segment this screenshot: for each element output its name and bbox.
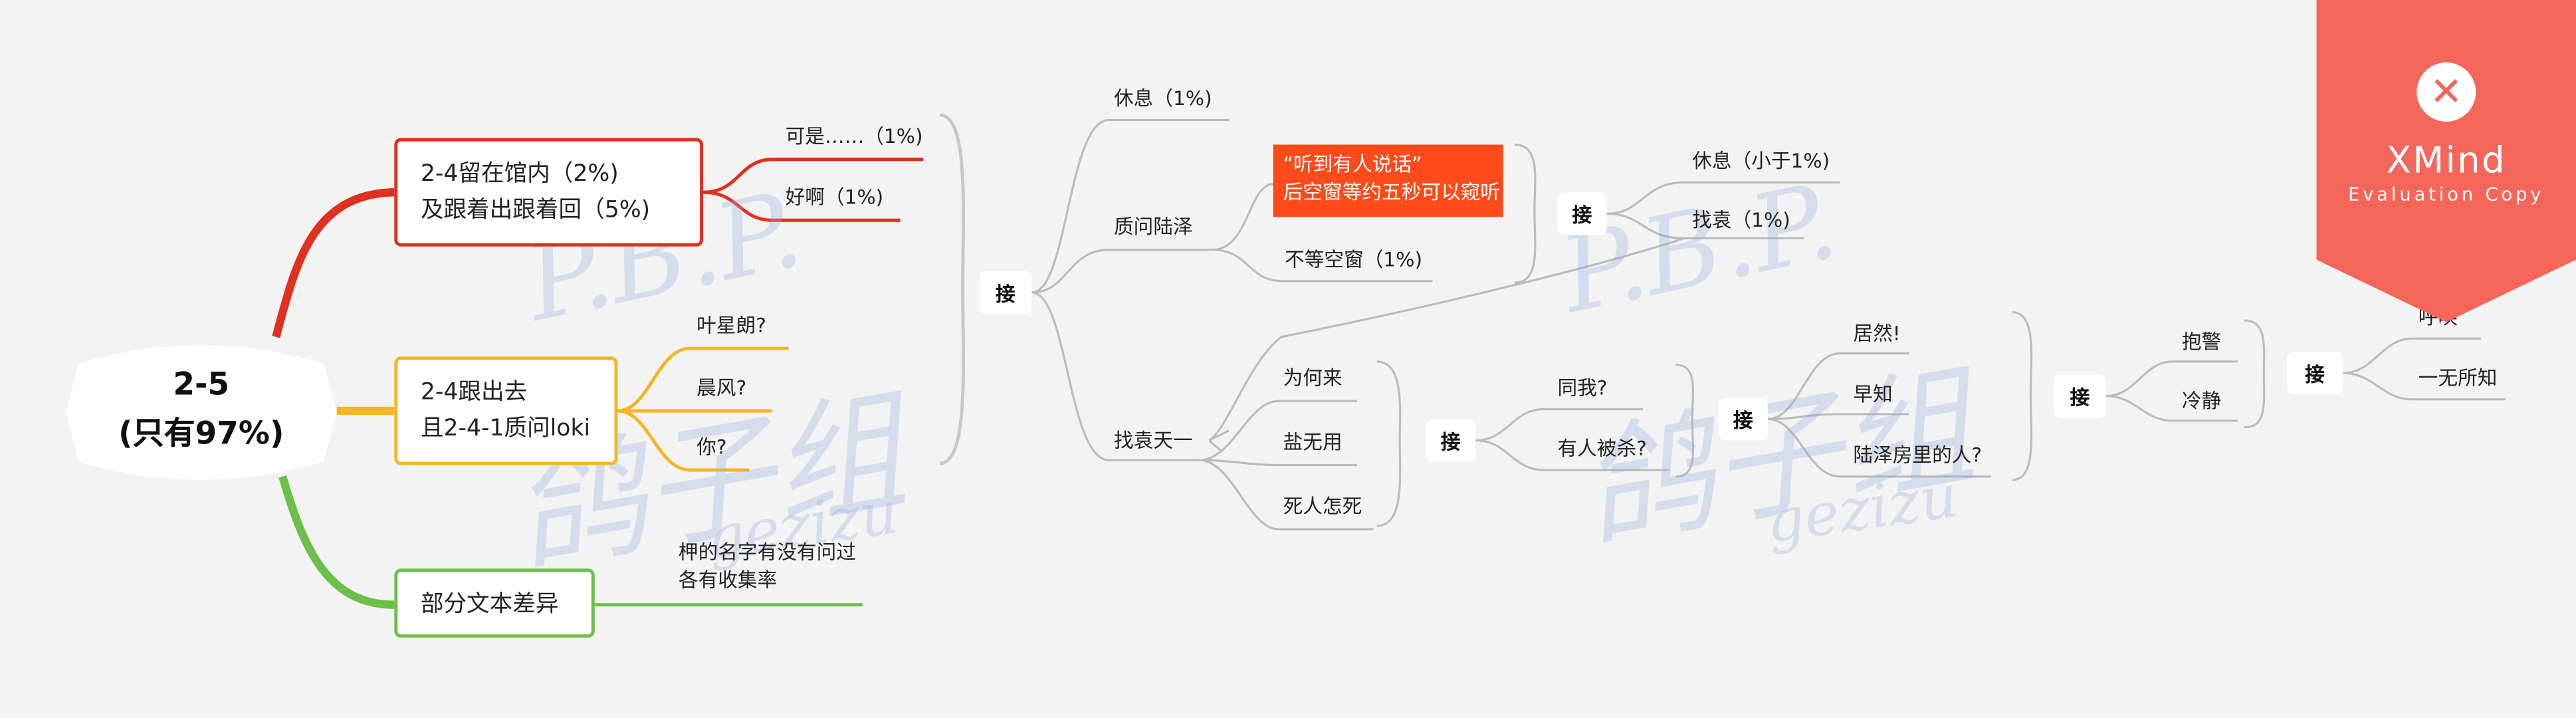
branch-b1-line2: 及跟着出跟着回（5%) [420,197,651,224]
node-xiuxi[interactable]: 休息（1%) [1114,87,1212,110]
node-tongwo[interactable]: 同我? [1557,376,1608,400]
node-tingdao-line2: 后空窗等约五秒可以窥听 [1283,180,1500,204]
xmind-eval-copy: Evaluation Copy [2348,183,2545,205]
node-tingdao-line1: “听到有人说话” [1283,152,1422,176]
node-tingdao[interactable]: “听到有人说话” 后空窗等约五秒可以窥听 [1273,144,1503,217]
badge-shape [2316,0,2576,322]
b3-note-1[interactable]: 柙的名字有没有问过 [678,540,856,564]
b2-child-chenfeng[interactable]: 晨风? [697,376,747,400]
node-zhao-yuan-tianyi[interactable]: 找袁天一 [1114,429,1193,452]
node-beisha[interactable]: 有人被杀? [1557,437,1647,461]
xmind-badge: ✕ XMind Evaluation Copy [2316,0,2576,328]
node-zaozhi[interactable]: 早知 [1853,382,1893,406]
root-title: 2-5 [173,366,230,403]
branch-b2-line1: 2-4跟出去 [420,380,528,406]
b1-child-kesi[interactable]: 可是……（1%) [785,124,923,148]
node-weihe[interactable]: 为何来 [1283,366,1342,390]
node-zhiwen-luze[interactable]: 质问陆泽 [1114,215,1193,239]
node-lengjing[interactable]: 冷静 [2181,389,2222,413]
connector-main[interactable]: 接 [979,271,1032,314]
node-luze-room[interactable]: 陆泽房里的人? [1853,443,1983,467]
b2-child-ni[interactable]: 你? [697,435,727,459]
node-yiwusuozhi[interactable]: 一无所知 [2418,366,2498,390]
branch-b2-line2: 且2-4-1质问loki [420,416,591,442]
b3-note-2[interactable]: 各有收集率 [678,568,778,592]
branch-b1-line1: 2-4留在馆内（2%) [420,161,619,187]
connector-zhaoyuan[interactable]: 接 [1426,419,1475,462]
node-xiuxi-small[interactable]: 休息（小于1%) [1692,149,1830,173]
node-baojing[interactable]: 抱警 [2181,330,2222,354]
node-yanwuyong[interactable]: 盐无用 [1283,430,1342,454]
b2-child-yexinglang[interactable]: 叶星朗? [697,314,766,337]
branch-b1[interactable]: 2-4留在馆内（2%) 及跟着出跟着回（5%) [394,138,704,247]
xmind-logo-text: XMind [2386,141,2507,183]
branch-b3[interactable]: 部分文本差异 [394,568,595,638]
branch-b2[interactable]: 2-4跟出去 且2-4-1质问loki [394,356,618,465]
node-siren[interactable]: 死人怎死 [1283,495,1362,518]
connector-juran[interactable]: 接 [2053,374,2107,418]
connector-zhiwen[interactable]: 接 [1557,192,1607,235]
branch-b3-label: 部分文本差异 [420,591,559,618]
root-subtitle: (只有97%) [118,416,284,452]
node-budeng[interactable]: 不等空窗（1%) [1285,248,1423,271]
root-shape [65,345,337,480]
connector-beisha[interactable]: 接 [1718,398,1768,441]
node-juran[interactable]: 居然! [1853,322,1901,346]
b1-child-haoa[interactable]: 好啊（1%) [785,185,884,209]
xmind-logo-icon: ✕ [2416,62,2476,122]
connector-baojing[interactable]: 接 [2287,352,2343,395]
root-topic[interactable]: 2-5 (只有97%) [65,337,337,488]
node-zhaoyuan[interactable]: 找袁（1%) [1692,208,1790,232]
